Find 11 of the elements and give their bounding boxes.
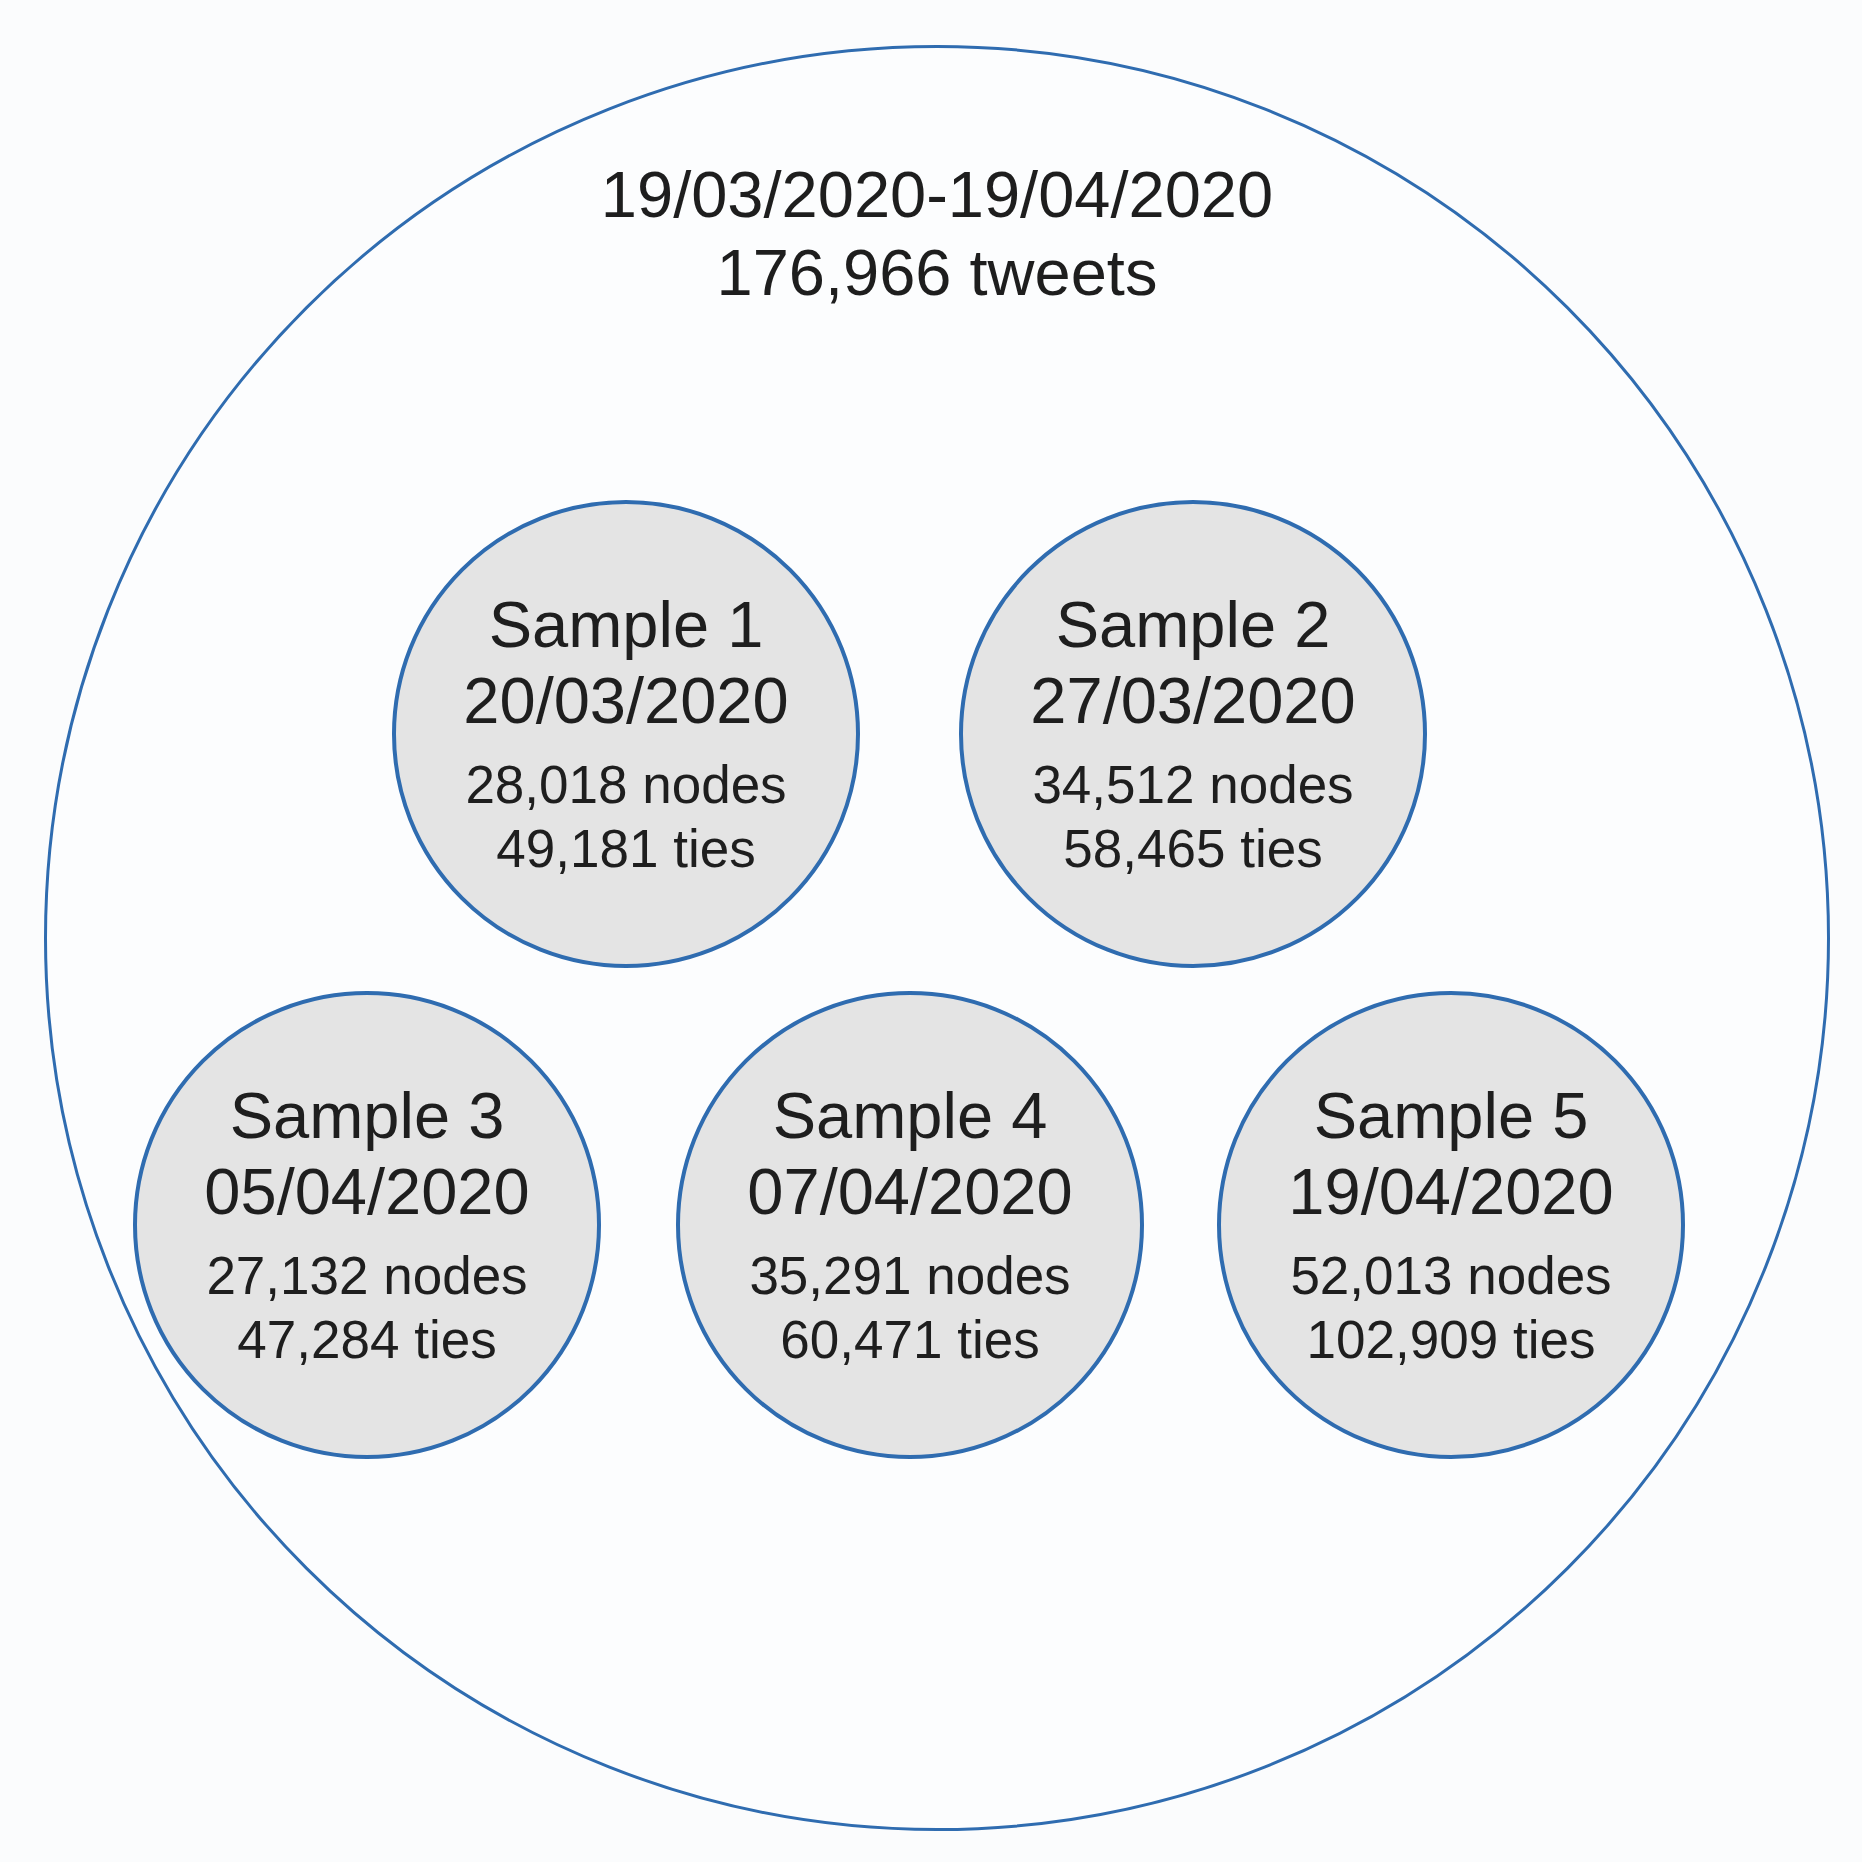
sample-stats: 52,013 nodes 102,909 ties	[1289, 1245, 1613, 1371]
sample-title: Sample 5 19/04/2020	[1287, 1078, 1615, 1230]
sample-stats: 28,018 nodes 49,181 ties	[464, 754, 788, 880]
sample-title: Sample 3 05/04/2020	[203, 1078, 531, 1230]
sample-stats: 34,512 nodes 58,465 ties	[1031, 754, 1355, 880]
period-text: 19/03/2020-19/04/2020 176,966 tweets	[599, 157, 1275, 311]
sample-title: Sample 4 07/04/2020	[746, 1078, 1074, 1230]
sample-title: Sample 1 20/03/2020	[462, 587, 790, 739]
sample-stats: 35,291 nodes 60,471 ties	[748, 1245, 1072, 1371]
sample-title: Sample 2 27/03/2020	[1029, 587, 1357, 739]
sample-stats: 27,132 nodes 47,284 ties	[205, 1245, 529, 1371]
